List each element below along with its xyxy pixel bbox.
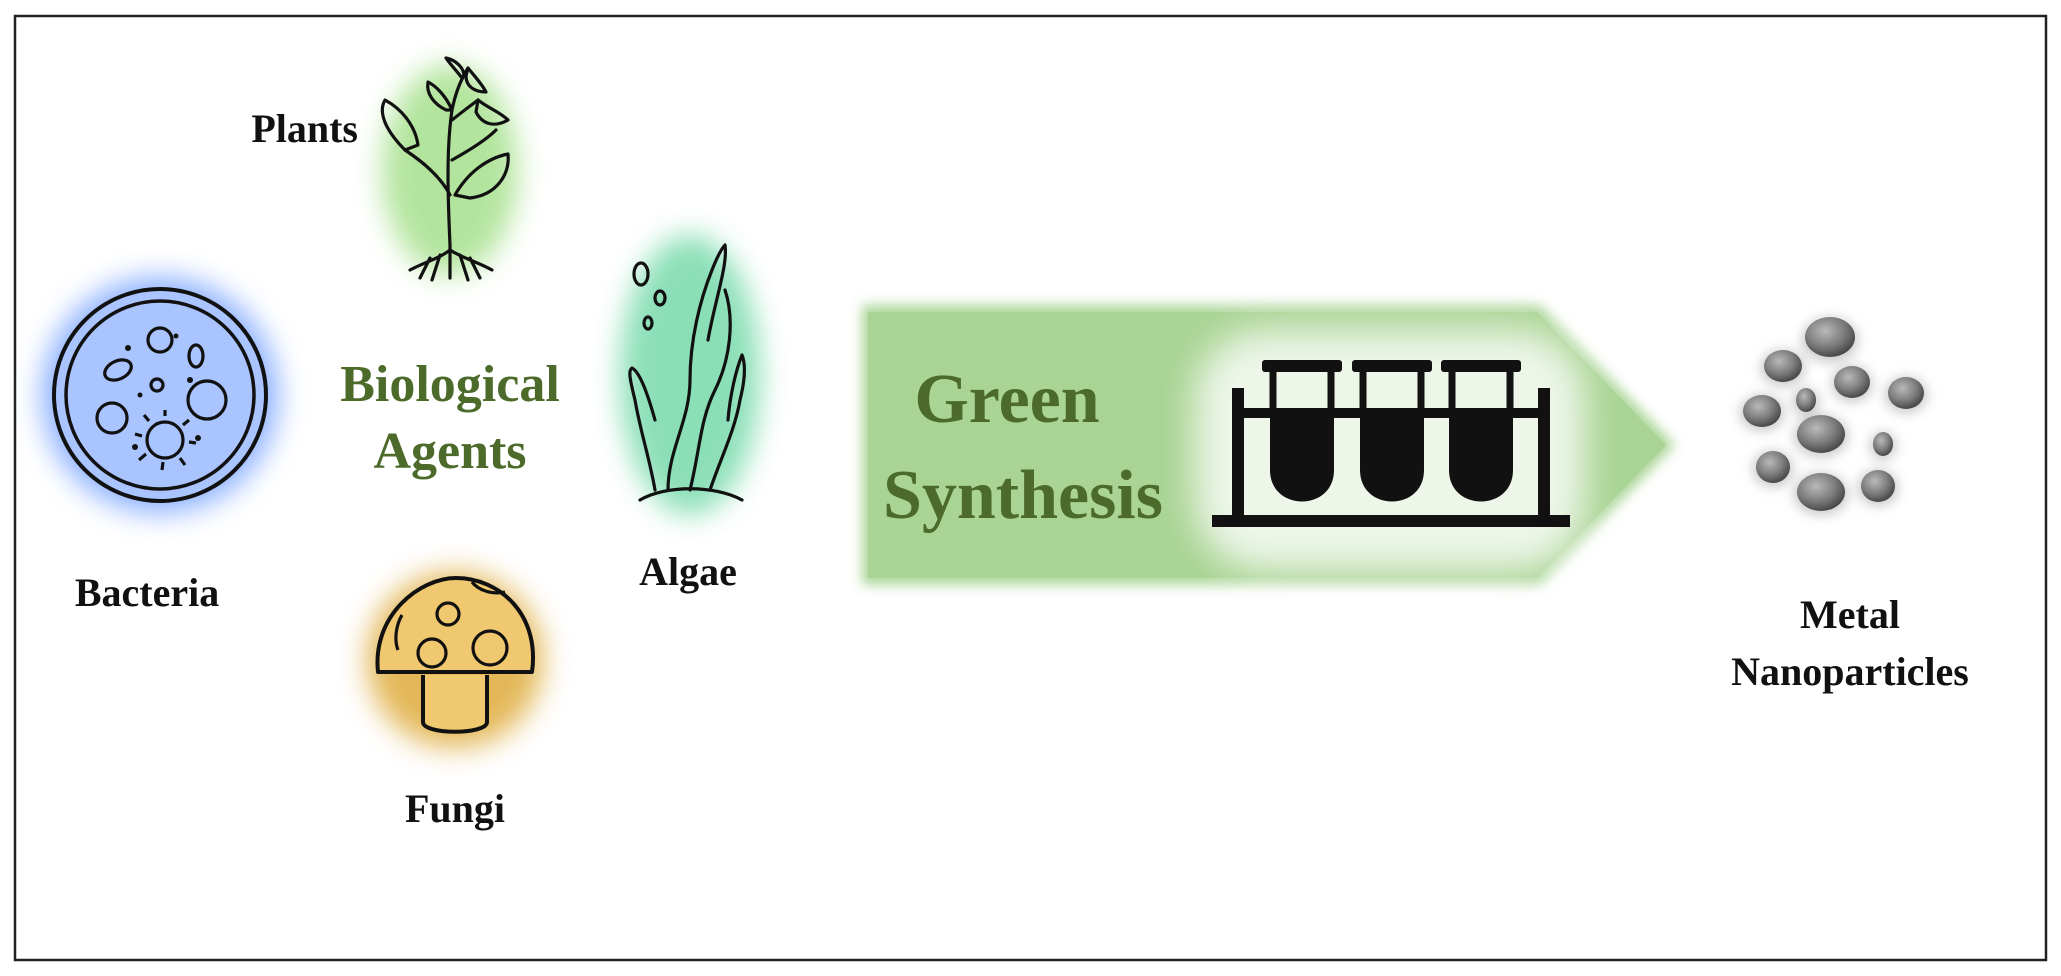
biological-agents-line1: Biological [340,356,560,413]
biological-agents-label: Biological Agents [340,356,560,480]
fungi-group: Fungi [367,572,543,831]
bacteria-group: Bacteria [42,277,278,615]
green-synthesis-line1: Green [914,361,1099,438]
mushroom-icon [367,572,543,748]
algae-group: Algae [620,235,760,594]
seaweed-icon [620,235,760,515]
biological-agents-line2: Agents [373,423,526,480]
test-tube-rack-icon [1195,330,1585,570]
nanoparticles-icon [1740,317,1927,515]
bacteria-label: Bacteria [75,570,219,615]
green-synthesis-arrow: Green Synthesis [862,305,1675,585]
plants-label: Plants [251,106,358,151]
plants-group: Plants [251,56,518,282]
fungi-label: Fungi [405,786,505,831]
nanoparticles-line2: Nanoparticles [1731,649,1969,694]
plant-icon [380,56,518,282]
nanoparticles-line1: Metal [1800,592,1900,637]
algae-label: Algae [639,549,737,594]
nanoparticles-group: Metal Nanoparticles [1731,317,1969,694]
petri-dish-icon [42,277,278,513]
green-synthesis-line2: Synthesis [883,457,1163,534]
